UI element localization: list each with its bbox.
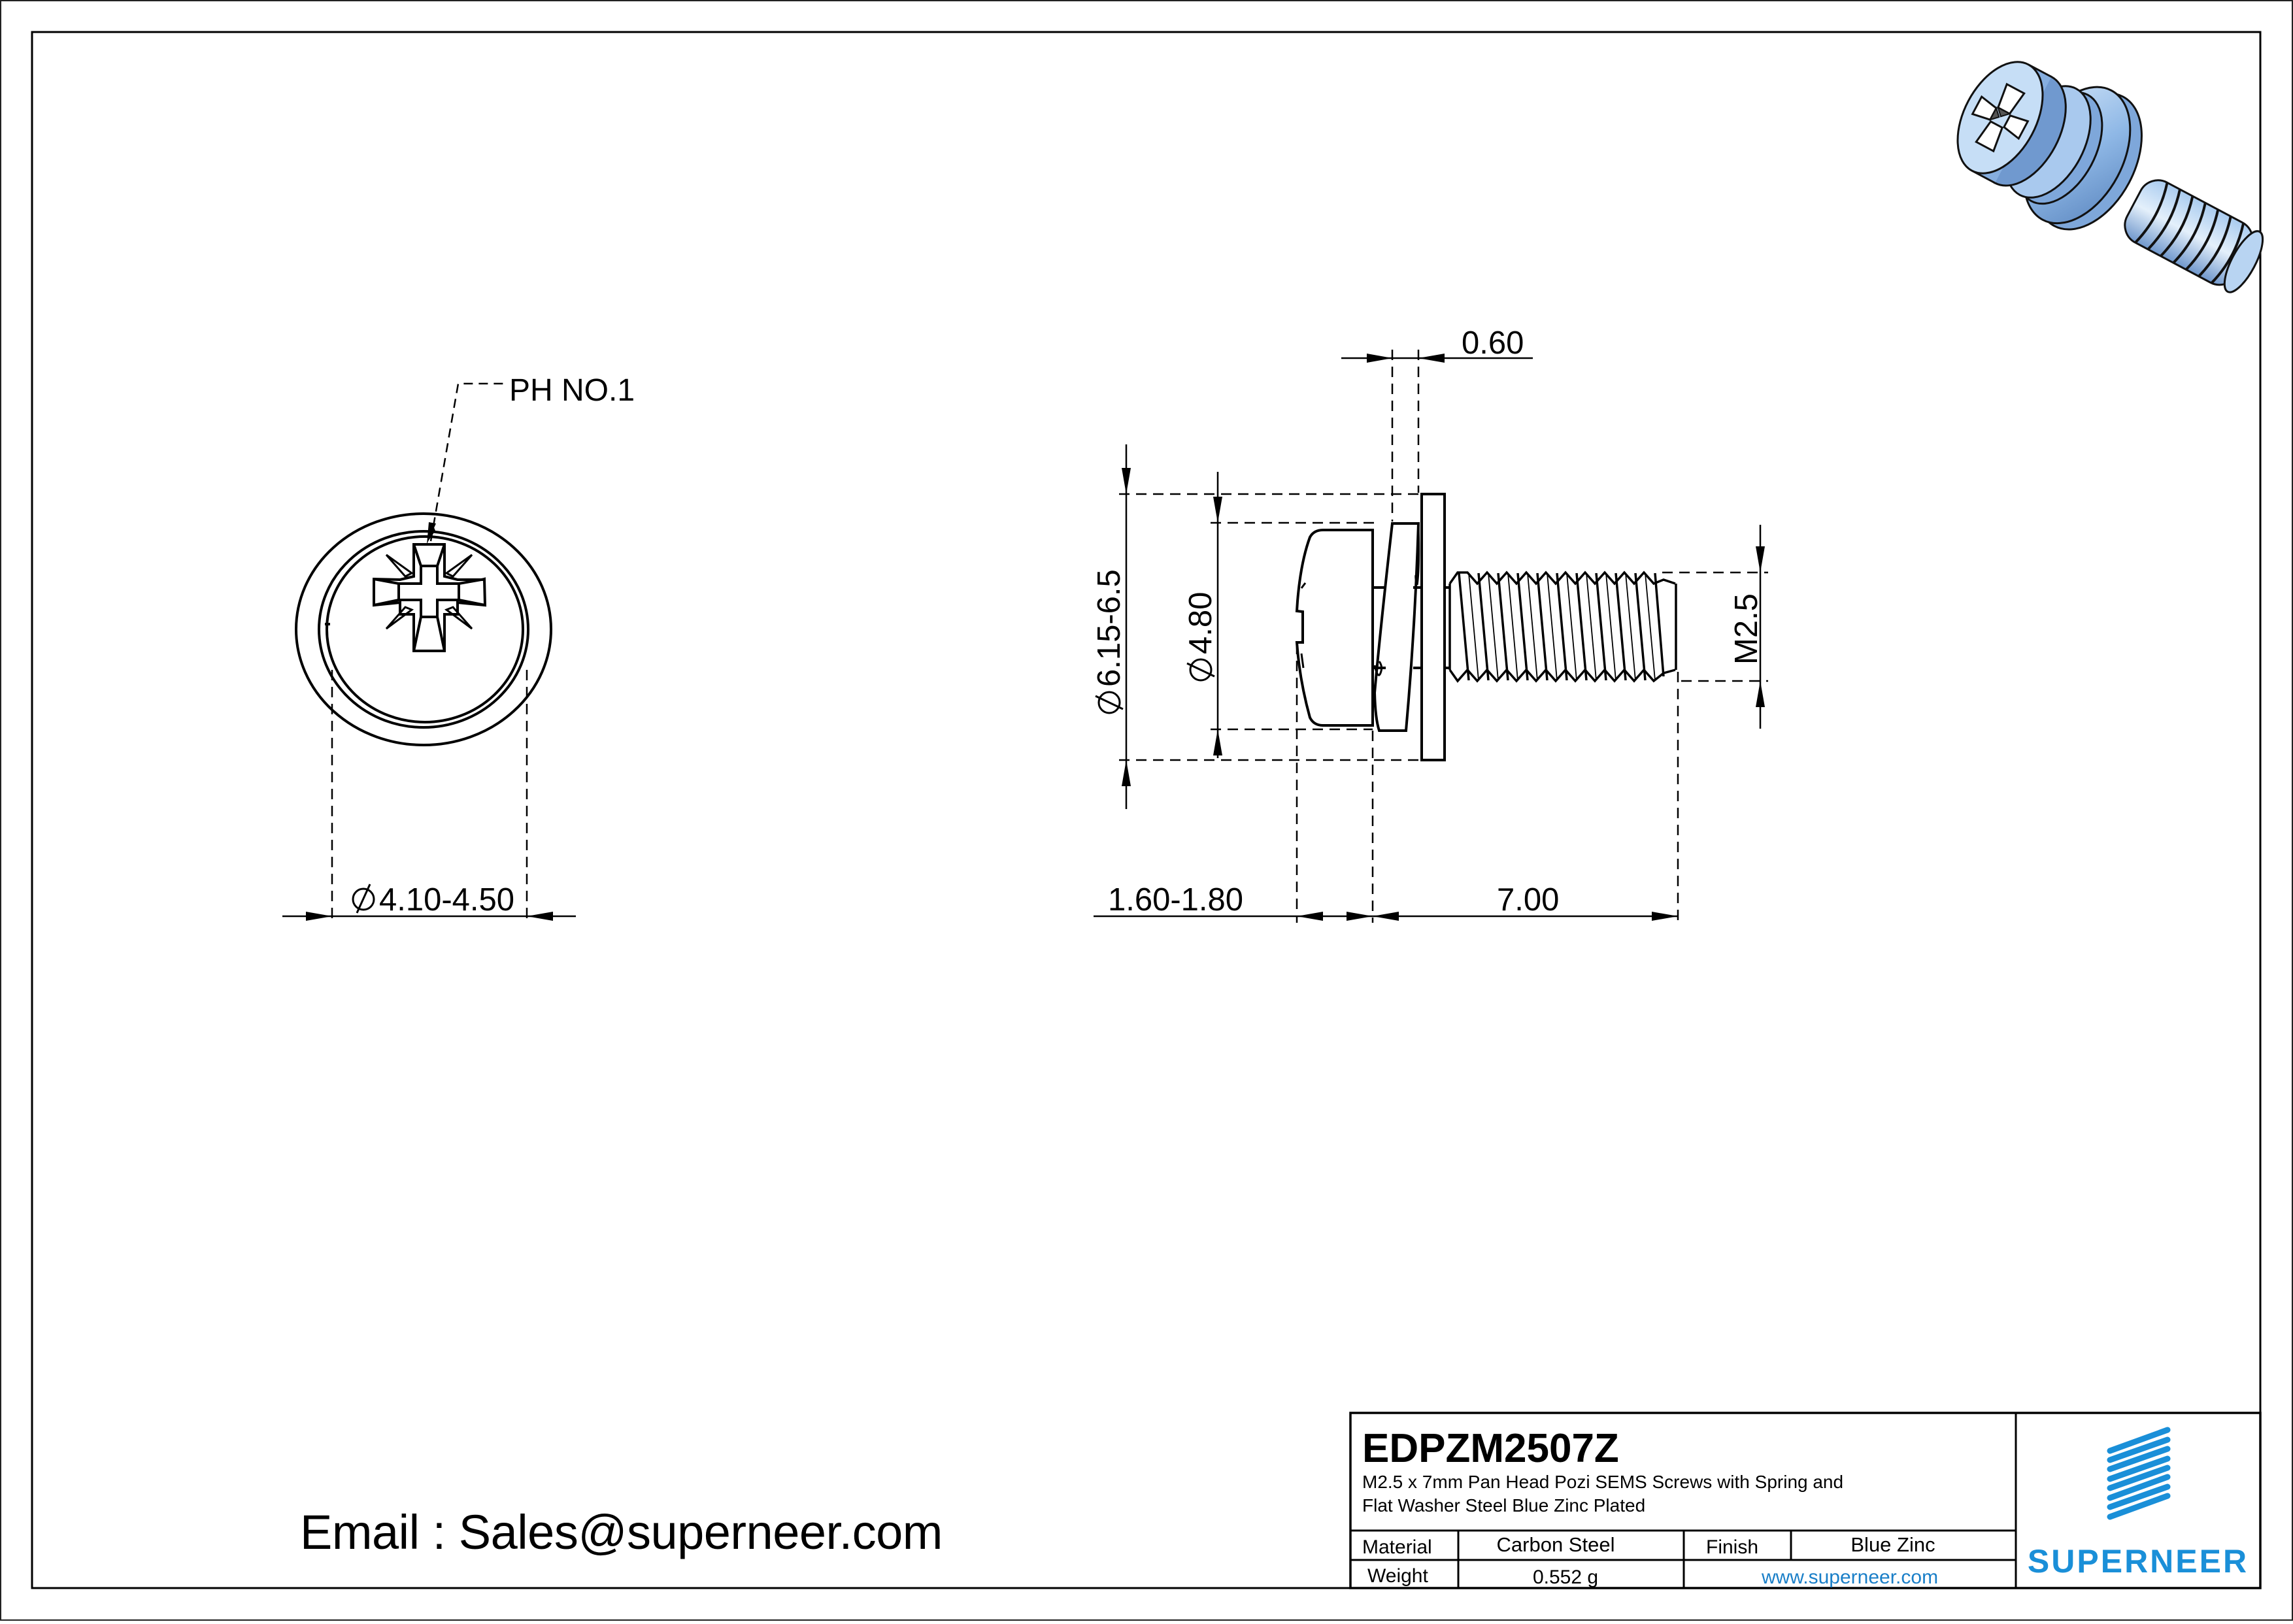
thread-size-dimension [1756, 525, 1765, 729]
flat-washer-diameter-dimension [1122, 444, 1131, 809]
dim-flat-washer-diameter: 6.15-6.5 [1092, 569, 1127, 714]
dim-head-diameter: 4.80 [1183, 592, 1218, 682]
side-extension-lines [1119, 350, 1768, 923]
description-line-1: M2.5 x 7mm Pan Head Pozi SEMS Screws wit… [1362, 1472, 1843, 1492]
dim-thread-size: M2.5 [1729, 593, 1764, 665]
front-diameter-dimension [282, 912, 576, 921]
finish-value: Blue Zinc [1850, 1533, 1935, 1556]
head-diameter-dimension [1213, 472, 1222, 758]
length-dimensions [1094, 912, 1678, 921]
dim-head-height: 1.60-1.80 [1108, 882, 1243, 918]
dim-washer-thickness: 0.60 [1462, 325, 1524, 361]
flat-washer-outline [295, 512, 552, 746]
pozi-recess-icon [373, 543, 487, 652]
spring-washer-outline [318, 530, 529, 729]
sems-screw-3d-icon [1956, 61, 2264, 293]
svg-text:6.15-6.5: 6.15-6.5 [1092, 569, 1127, 687]
weight-label: Weight [1367, 1565, 1428, 1587]
contact-email[interactable]: Email : Sales@superneer.com [300, 1505, 943, 1559]
diameter-symbol-icon [352, 884, 375, 914]
material-label: Material [1362, 1536, 1432, 1558]
front-extension-lines [331, 670, 528, 923]
material-value: Carbon Steel [1497, 1533, 1615, 1556]
weight-value: 0.552 g [1533, 1566, 1598, 1588]
svg-text:4.80: 4.80 [1183, 592, 1218, 654]
inner-border [31, 31, 2262, 1589]
dim-front-diameter: 4.10-4.50 [379, 882, 514, 918]
head-outline [326, 535, 524, 723]
part-number: EDPZM2507Z [1362, 1426, 1619, 1471]
callout-pozi-size: PH NO.1 [509, 373, 635, 408]
superneer-logo-icon [2107, 1427, 2171, 1520]
brand-name: SUPERNEER [2028, 1543, 2249, 1580]
pan-head-outline [1295, 529, 1374, 727]
spring-washer-outline [1373, 522, 1420, 732]
finish-label: Finish [1706, 1536, 1758, 1558]
washer-thickness-dimension [1341, 354, 1533, 363]
description-line-2: Flat Washer Steel Blue Zinc Plated [1362, 1495, 1645, 1516]
flat-washer-outline [1420, 493, 1446, 761]
dim-length: 7.00 [1497, 882, 1559, 918]
front-view [295, 382, 552, 746]
thread-outline [1448, 571, 1677, 683]
callout-leader [429, 382, 505, 542]
website-link[interactable]: www.superneer.com [1761, 1566, 1938, 1588]
side-view [1295, 493, 1677, 761]
